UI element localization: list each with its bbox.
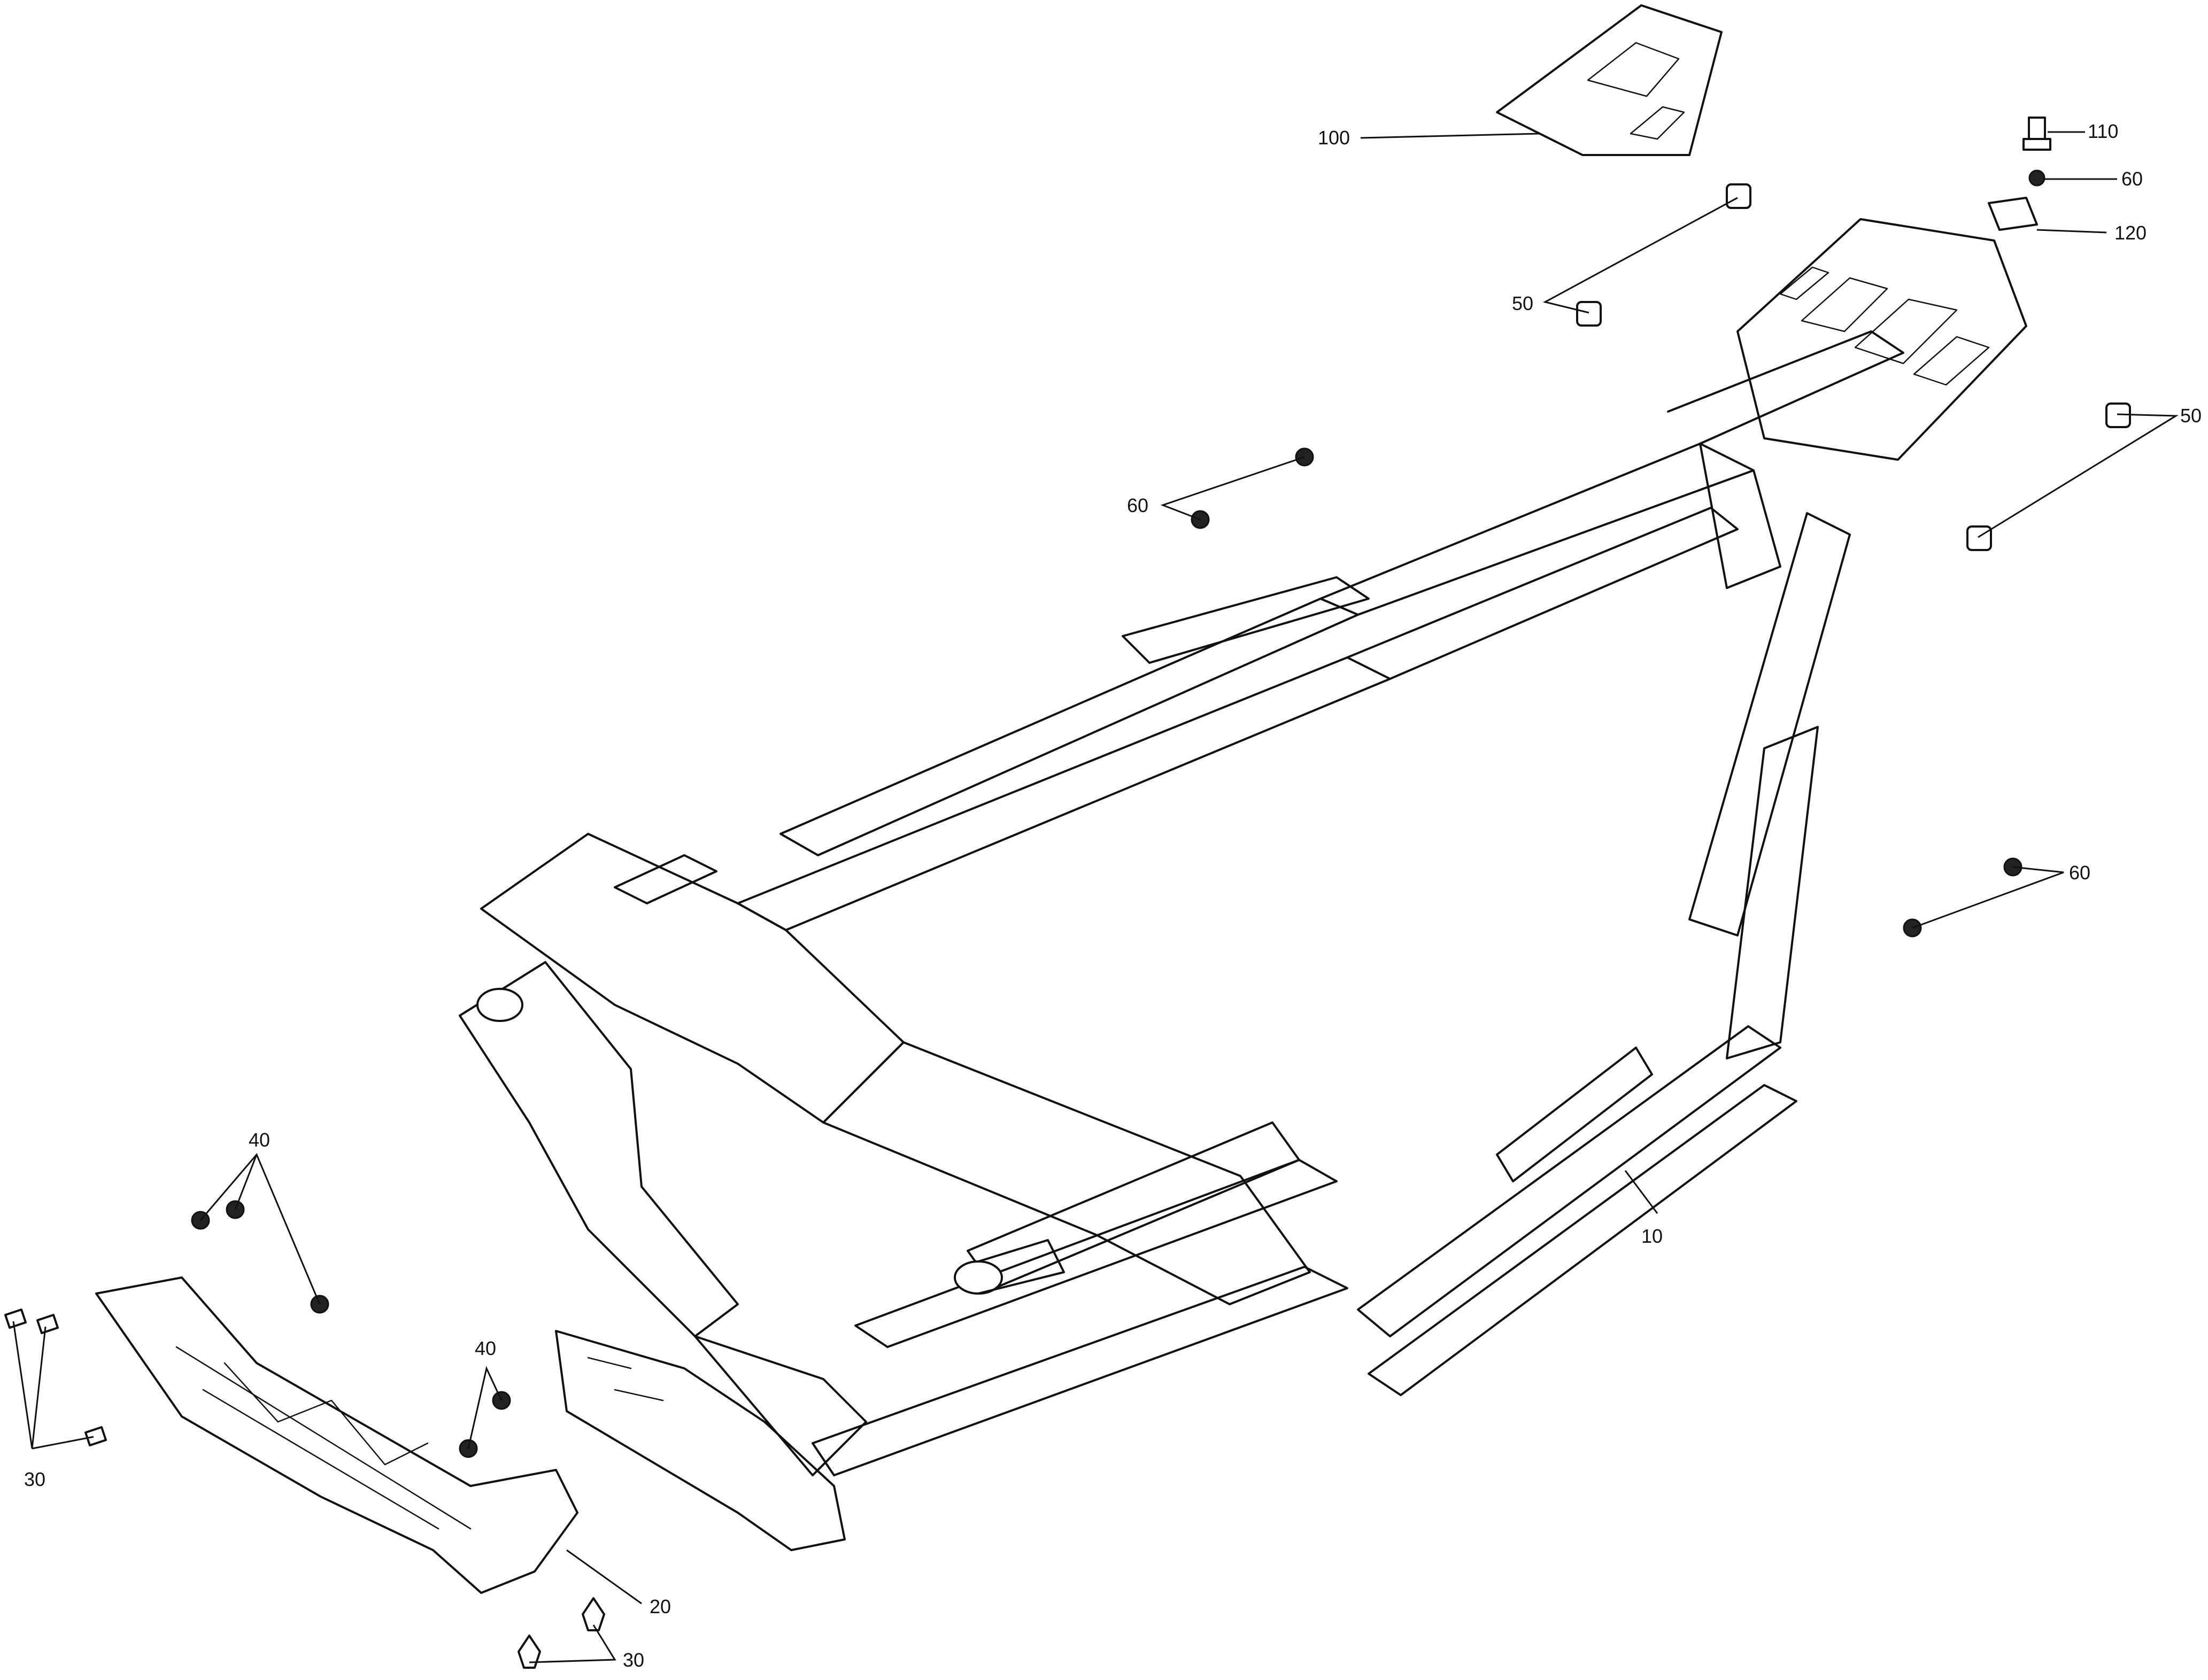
callout-20: 20: [650, 1596, 671, 1617]
callout-labels: 100 110 60 120 50 50 60 60 10 40 40 30 2…: [24, 120, 2202, 1671]
leader-lines: [12, 131, 2179, 1663]
callout-110: 110: [2088, 120, 2118, 142]
callout-30-bottom: 30: [623, 1649, 644, 1671]
callout-10: 10: [1641, 1225, 1663, 1247]
skid-plate-part: [95, 1276, 578, 1594]
bolt-110: [2022, 117, 2051, 151]
callout-50-right: 50: [2180, 405, 2202, 427]
callout-40-mid: 40: [475, 1337, 496, 1359]
callout-60-left: 60: [1127, 494, 1148, 516]
main-frame: [459, 218, 2027, 1551]
callout-40-top: 40: [249, 1129, 270, 1151]
bolt-30-parts: [4, 1309, 605, 1669]
callout-60-right: 60: [2069, 862, 2090, 884]
callout-120: 120: [2114, 222, 2147, 244]
callout-60-top-right: 60: [2121, 168, 2143, 190]
nut-parts: [1191, 169, 2045, 938]
callout-50-top: 50: [1512, 292, 1533, 314]
callout-30-left: 30: [24, 1468, 45, 1490]
rear-bracket-part: [1496, 4, 1723, 156]
block-part: [1988, 197, 2038, 231]
bushing-parts: [1576, 183, 2131, 551]
callout-100: 100: [1318, 127, 1350, 149]
